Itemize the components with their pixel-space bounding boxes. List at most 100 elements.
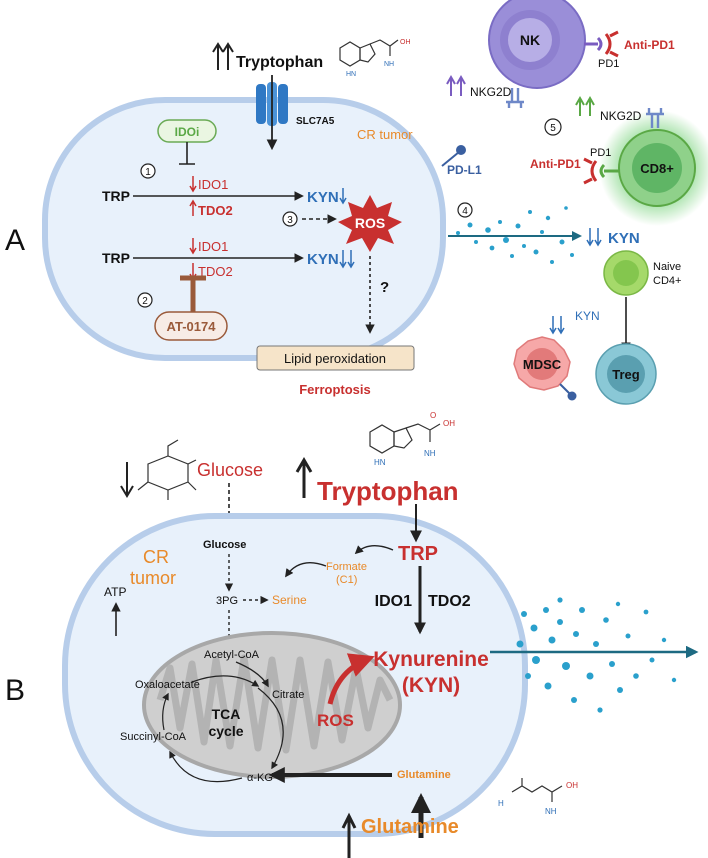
tryptophan-molecule-a [339, 39, 399, 67]
kyn-secretion-dots-a [456, 206, 574, 264]
trp-label-2: TRP [102, 250, 130, 266]
mdsc-label: MDSC [523, 357, 562, 372]
ido1-label-2: IDO1 [198, 239, 228, 254]
ido1-label-1: IDO1 [198, 177, 228, 192]
step-5-label: 5 [550, 123, 556, 134]
serine-label: Serine [272, 593, 307, 607]
tca-line1: TCA [212, 706, 241, 722]
mdsc-ligand-head [567, 391, 577, 401]
trp-to-formate-arrow [354, 545, 394, 555]
kyn-secretion-dots-b [516, 597, 677, 713]
glucose-down-arrow [120, 462, 134, 498]
tca-cycle-arc-bottom [169, 750, 243, 783]
lipid-peroxidation-label: Lipid peroxidation [284, 351, 386, 366]
at0174-box [154, 311, 228, 341]
naive-line1: Naive [653, 261, 681, 273]
tca-line2: cycle [208, 723, 243, 739]
nk-nkg2d-label: NKG2D [470, 85, 512, 99]
tdo2-label-2: TDO2 [198, 264, 233, 279]
tca-cycle-arc-top [191, 675, 260, 687]
ros-label-a: ROS [355, 215, 385, 231]
cd8-nkg2d-label: NKG2D [600, 109, 642, 123]
at0174-inhibition [180, 275, 206, 312]
molecule-oh-glutamine: OH [566, 781, 578, 790]
tdo2-label-1: TDO2 [198, 203, 233, 218]
tca-cycle-arc-right [257, 687, 284, 770]
at0174-label: AT-0174 [167, 319, 217, 334]
glutamine-in-label: Glutamine [397, 769, 451, 781]
molecule-hn-b: HN [374, 458, 386, 467]
cd8-antipd1-label: Anti-PD1 [530, 157, 581, 171]
ido1-down-arrow-2 [189, 238, 197, 255]
ferroptosis-label: Ferroptosis [299, 382, 371, 397]
step-1-marker [140, 163, 156, 179]
nkg2d-green-up-arrows [575, 95, 595, 116]
treg-cell-inner [607, 355, 645, 393]
idoi-inhibition [179, 142, 195, 165]
step-2-label: 2 [142, 296, 148, 307]
cd8-antipd1-antibody [583, 157, 598, 185]
treg-label: Treg [612, 367, 640, 382]
molecule-h2n: H [498, 799, 504, 808]
3pg-label: 3PG [216, 595, 238, 607]
step-2-marker [137, 292, 153, 308]
cr-tumor-line1-b: CR [143, 547, 169, 567]
mitochondrion [142, 631, 402, 779]
molecule-nh2-a: NH [384, 61, 394, 68]
ros-label-b: ROS [317, 711, 354, 730]
kynurenine-line1: Kynurenine [373, 648, 489, 671]
citrate-label: Citrate [272, 689, 304, 701]
step-4-label: 4 [462, 206, 468, 217]
glutamine-molecule [511, 778, 563, 802]
pdl1-head [456, 145, 466, 155]
acetyl-coa-label: Acetyl-CoA [204, 649, 260, 661]
glucose-in-label: Glucose [203, 539, 246, 551]
question-mark: ? [380, 279, 389, 296]
succinyl-coa-label: Succinyl-CoA [120, 731, 187, 743]
atp-label: ATP [104, 585, 126, 599]
formate-line1: Formate [326, 561, 367, 573]
nk-nkg2d-receptor [506, 88, 524, 108]
nk-antipd1-label: Anti-PD1 [624, 38, 675, 52]
kyn-down-arrow-1 [339, 188, 347, 205]
cr-tumor-line2-b: tumor [130, 568, 176, 588]
tryptophan-label-b: Tryptophan [317, 476, 459, 506]
idoi-label: IDOi [175, 125, 200, 139]
pdl1-label: PD-L1 [447, 163, 482, 177]
formate-to-3pg-arrow [285, 562, 327, 578]
lipid-peroxidation-box [256, 345, 415, 371]
kyn-treg-label: KYN [575, 309, 600, 323]
kyn-treg-double-down-arrow [549, 316, 565, 335]
ros-to-kynurenine-arrow [327, 653, 375, 705]
nk-pd1-label: PD1 [598, 58, 619, 70]
glucose-out-label: Glucose [197, 460, 263, 480]
oxaloacetate-label: Oxaloacetate [135, 679, 200, 691]
tryptophan-molecule-b [369, 423, 441, 454]
nk-pd1-receptor [584, 36, 603, 52]
tdo2-up-arrow-1 [189, 199, 197, 216]
nkg2d-purple-up-arrows [446, 74, 466, 96]
kyn-label-1: KYN [307, 189, 339, 206]
mdsc-ligand-stem [559, 383, 571, 395]
mdsc-nucleus [526, 348, 558, 380]
naive-line2: CD4+ [653, 275, 681, 287]
molecule-o-b: O [430, 411, 436, 420]
molecule-hn-a: HN [346, 71, 356, 78]
glucose-molecule [137, 439, 197, 500]
tryptophan-label-a: Tryptophan [236, 54, 323, 71]
trp-label-1: TRP [102, 188, 130, 204]
naive-cd4-cell-inner [613, 260, 639, 286]
cd8-pd1-receptor [599, 163, 619, 179]
nk-label: NK [520, 32, 540, 48]
molecule-nh2-glutamine: NH [545, 807, 557, 816]
tca-cycle-arc-left [162, 692, 169, 731]
cd8-pd1-label: PD1 [590, 147, 611, 159]
molecule-oh-a: OH [400, 39, 411, 46]
panel-b-label: B [5, 674, 25, 707]
tryptophan-up-arrow-b [295, 457, 313, 498]
panel-a-label: A [5, 224, 25, 257]
step-1-label: 1 [145, 167, 151, 178]
pdl1-stem [441, 151, 460, 167]
